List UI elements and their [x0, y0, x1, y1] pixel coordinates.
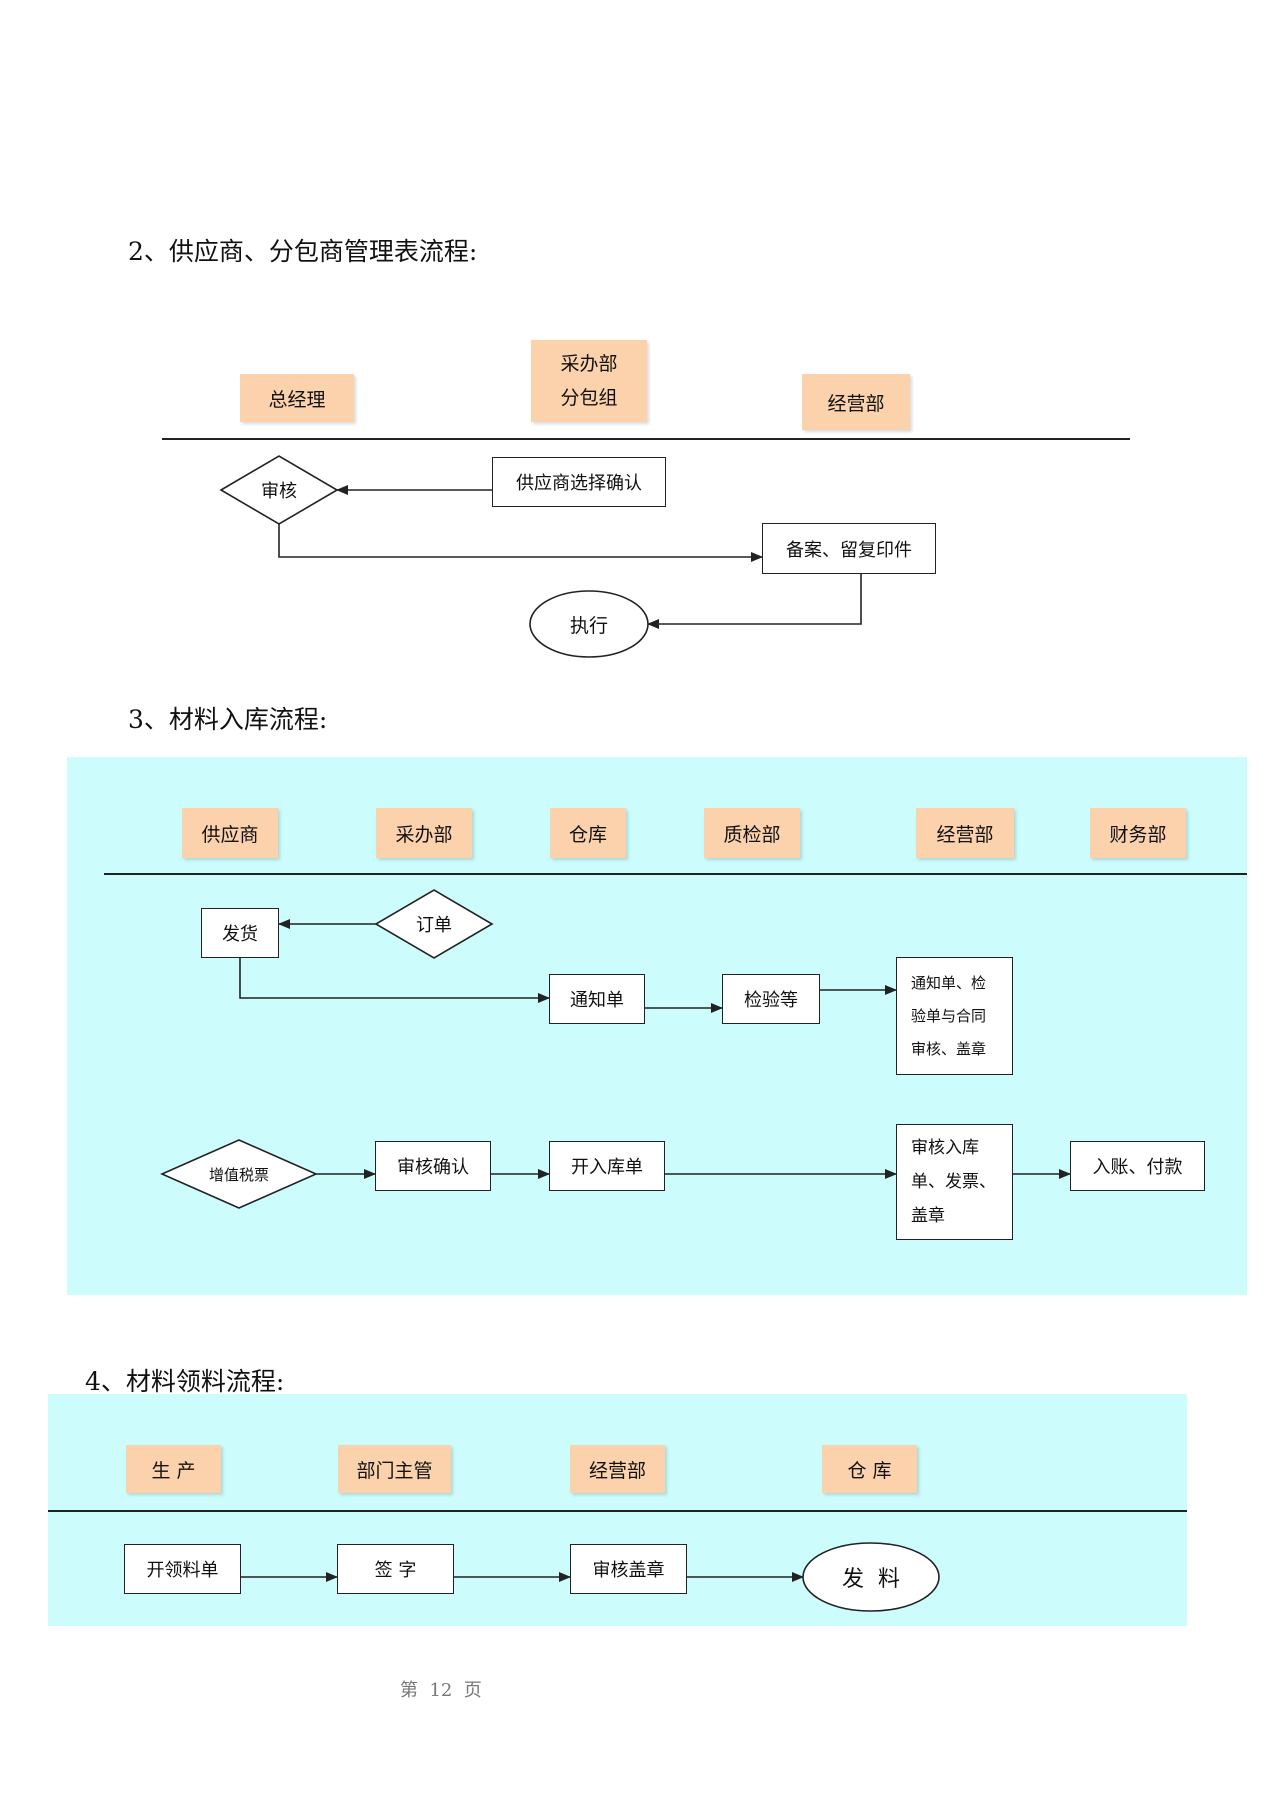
node-review-stamp: 审核盖章: [570, 1544, 687, 1594]
node-account-pay: 入账、付款: [1070, 1141, 1205, 1191]
node-text-line: 盖章: [911, 1206, 945, 1226]
lane-header-procurement-subcontract: 采办部 分包组: [531, 340, 647, 422]
node-supplier-confirm: 供应商选择确认: [492, 457, 666, 507]
section-2-title: 2、供应商、分包商管理表流程:: [128, 237, 478, 266]
arrow-archive-to-execute: [647, 574, 862, 629]
lane-header-quality: 质检部: [704, 808, 800, 858]
arrow-review-to-archive: [278, 524, 763, 562]
lane-header-general-manager: 总经理: [240, 374, 354, 422]
lane-header-procurement: 采办部: [376, 808, 472, 858]
node-text-line: 通知单、检: [911, 973, 987, 992]
lane-divider: [48, 1510, 1187, 1512]
node-sign: 签 字: [337, 1544, 454, 1594]
node-text-line: 验单与合同: [911, 1006, 987, 1025]
lane-header-line: 分包组: [560, 387, 618, 409]
lane-header-production: 生 产: [126, 1445, 221, 1493]
node-inbound-slip: 开入库单: [549, 1141, 665, 1191]
lane-header-warehouse: 仓 库: [822, 1445, 917, 1493]
lane-header-finance: 财务部: [1090, 808, 1186, 858]
lane-header-dept-head: 部门主管: [338, 1445, 451, 1493]
node-inbound-stamp: 审核入库 单、发票、 盖章: [896, 1124, 1013, 1240]
lane-header-warehouse: 仓库: [550, 808, 626, 858]
decision-order-label: 订单: [416, 915, 452, 936]
node-document-review: 通知单、检 验单与合同 审核、盖章: [896, 957, 1013, 1075]
node-text-line: 审核入库: [911, 1138, 979, 1158]
lane-header-line: 采办部: [560, 353, 618, 375]
node-inspection: 检验等: [722, 974, 820, 1024]
lane-header-operations: 经营部: [802, 374, 910, 430]
terminal-issue-label: 发 料: [842, 1567, 900, 1592]
node-text-line: 单、发票、: [911, 1172, 996, 1192]
terminal-execute-label: 执行: [569, 614, 608, 637]
node-requisition: 开领料单: [124, 1544, 241, 1594]
input-vat-invoice-label: 增值税票: [208, 1165, 269, 1184]
page-number: 第 12 页: [400, 1680, 482, 1701]
node-archive-copy: 备案、留复印件: [762, 523, 936, 574]
node-text-line: 审核、盖章: [911, 1039, 987, 1058]
decision-review-label: 审核: [261, 481, 297, 502]
lane-header-operations: 经营部: [916, 808, 1014, 858]
node-ship: 发货: [201, 908, 279, 958]
decision-order-diamond: [374, 889, 494, 959]
node-notice: 通知单: [549, 974, 645, 1024]
lane-header-operations: 经营部: [570, 1445, 665, 1493]
lane-header-supplier: 供应商: [182, 808, 278, 858]
arrow-ship-to-notice: [239, 958, 550, 1003]
section-4-title: 4、材料领料流程:: [85, 1367, 285, 1396]
lane-divider: [162, 438, 1130, 440]
section-3-title: 3、材料入库流程:: [128, 705, 328, 734]
lane-divider: [104, 873, 1247, 875]
node-review-confirm: 审核确认: [375, 1141, 491, 1191]
